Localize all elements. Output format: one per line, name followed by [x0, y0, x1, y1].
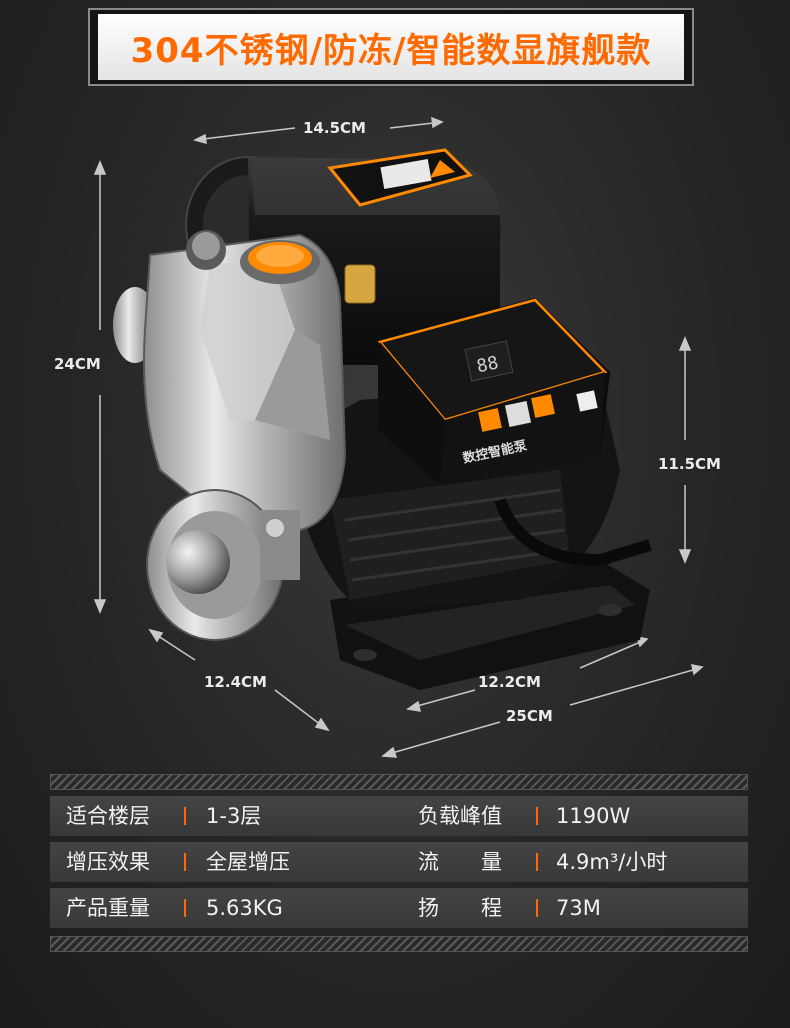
spec-row: 增压效果 全屋增压 流 量 4.9m³/小时	[50, 842, 748, 882]
spec-separator	[536, 853, 538, 871]
spec-bottom-stripe	[50, 936, 748, 952]
dim-height-total: 24CM	[54, 355, 101, 373]
dim-width-top: 14.5CM	[303, 119, 366, 137]
spec-label-2: 负载峰值	[418, 804, 502, 828]
spec-label: 产品重量	[66, 896, 150, 920]
spec-top-stripe	[50, 774, 748, 790]
spec-separator	[536, 807, 538, 825]
dim-depth-left: 12.4CM	[204, 673, 267, 691]
spec-row: 适合楼层 1-3层 负载峰值 1190W	[50, 796, 748, 836]
pump-illustration: 88 数控智能泵	[93, 116, 704, 758]
dimension-arrows	[93, 116, 704, 758]
spec-label-2: 流 量	[418, 850, 502, 874]
dim-height-right: 11.5CM	[658, 455, 721, 473]
spec-value: 1-3层	[206, 804, 262, 828]
stainless-pump-head	[113, 230, 376, 641]
spec-separator	[184, 899, 186, 917]
dim-length-total: 25CM	[506, 707, 553, 725]
spec-separator	[184, 807, 186, 825]
spec-label: 增压效果	[66, 850, 150, 874]
spec-value-2: 4.9m³/小时	[556, 850, 668, 874]
spec-label: 适合楼层	[66, 804, 150, 828]
spec-value-2: 1190W	[556, 804, 631, 828]
dim-depth-right: 12.2CM	[478, 673, 541, 691]
spec-row: 产品重量 5.63KG 扬 程 73M	[50, 888, 748, 928]
spec-value: 全屋增压	[206, 850, 290, 874]
page-title: 304不锈钢/防冻/智能数显旗舰款	[130, 30, 652, 71]
svg-text:88: 88	[475, 352, 501, 377]
title-banner: 304不锈钢/防冻/智能数显旗舰款	[98, 14, 684, 80]
spec-separator	[536, 899, 538, 917]
spec-value: 5.63KG	[206, 896, 283, 920]
spec-label-2: 扬 程	[418, 896, 502, 920]
spec-value-2: 73M	[556, 896, 601, 920]
spec-separator	[184, 853, 186, 871]
spec-table: 适合楼层 1-3层 负载峰值 1190W 增压效果 全屋增压 流 量 4.9m³…	[50, 774, 748, 956]
control-panel: 88 数控智能泵	[377, 298, 610, 485]
